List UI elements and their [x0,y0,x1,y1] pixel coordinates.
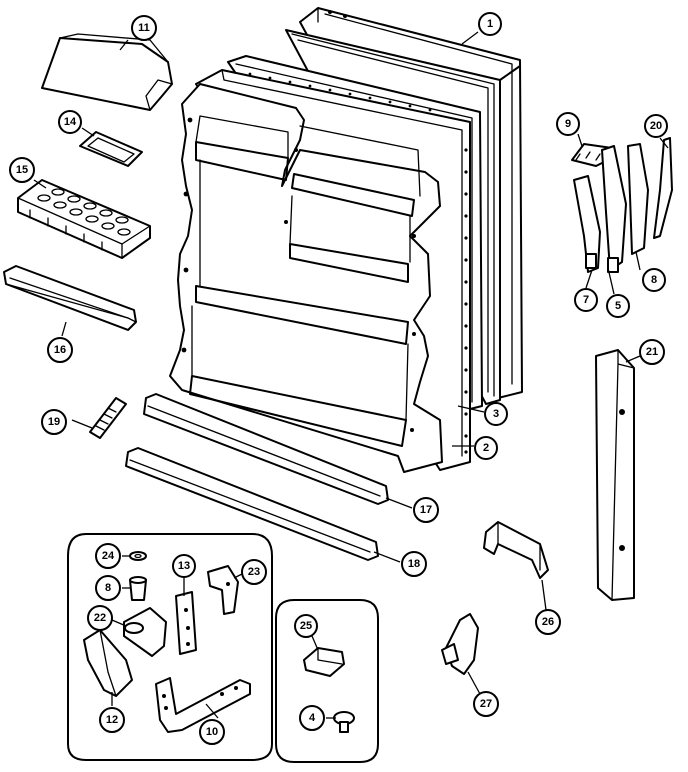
svg-text:17: 17 [420,504,432,516]
callout-25: 25 [294,614,318,638]
svg-text:12: 12 [106,714,118,726]
hinge-hardware-group [67,533,273,761]
callout-13: 13 [172,554,196,578]
svg-text:14: 14 [64,116,77,128]
egg-tray [17,179,151,259]
hinge-pin-20 [653,137,673,239]
svg-text:11: 11 [138,22,150,34]
callout-11: 11 [131,15,157,41]
svg-text:21: 21 [646,346,658,358]
dairy-pad [79,131,143,167]
callout-24: 24 [95,543,121,569]
hinge-strap-7 [573,175,601,273]
callout-7: 7 [574,288,598,312]
callout-9: 9 [556,112,580,136]
callout-5: 5 [606,294,630,318]
svg-text:16: 16 [54,344,66,356]
callout-18: 18 [401,551,427,577]
svg-text:23: 23 [248,566,260,578]
callout-3: 3 [484,402,508,426]
svg-text:27: 27 [480,698,492,710]
trim-strip-17 [143,393,389,505]
cap [441,613,479,675]
callout-23: 23 [241,559,267,585]
svg-text:7: 7 [583,294,589,306]
door-handle [595,349,635,601]
svg-text:9: 9 [565,118,571,130]
callout-17: 17 [413,497,439,523]
callout-21: 21 [639,339,665,365]
callout-16: 16 [47,337,73,363]
callout-4: 4 [299,705,325,731]
svg-text:19: 19 [48,416,60,428]
svg-text:8: 8 [651,274,657,286]
svg-text:13: 13 [178,560,190,572]
svg-text:24: 24 [102,550,115,562]
callout-10: 10 [199,719,225,745]
door-stop-group [275,599,379,763]
hinge-assembly [571,137,673,273]
svg-text:2: 2 [483,442,489,454]
svg-text:1: 1 [487,18,493,30]
callout-2: 2 [474,436,498,460]
inner-door-liner [169,69,471,473]
svg-text:5: 5 [615,300,621,312]
handle-bracket [483,521,549,579]
svg-text:20: 20 [650,120,662,132]
callout-8a: 8 [95,575,121,601]
callout-27: 27 [473,691,499,717]
leader-lines [33,31,669,719]
trim-strip-upper [3,265,137,331]
callouts: 1 2 3 4 5 8 7 8 9 10 11 12 13 14 15 16 1… [9,12,668,745]
svg-text:10: 10 [206,726,218,738]
callout-20: 20 [644,114,668,138]
svg-text:22: 22 [94,612,106,624]
hinge-cover-6 [627,143,649,255]
hinge-arm-5 [601,145,627,271]
callout-15: 15 [9,157,35,183]
callout-8b: 8 [642,268,666,292]
svg-text:3: 3 [493,408,499,420]
svg-text:18: 18 [408,558,420,570]
svg-text:4: 4 [309,712,316,724]
callout-19: 19 [41,409,67,435]
callout-14: 14 [58,110,82,134]
svg-text:8: 8 [105,582,111,594]
svg-text:15: 15 [16,164,28,176]
svg-text:25: 25 [300,620,312,632]
callout-22: 22 [87,605,113,631]
callout-26: 26 [535,609,561,635]
trim-strip-18 [125,447,379,561]
svg-text:26: 26 [542,616,554,628]
callout-1: 1 [478,12,502,36]
spring-clip [89,397,127,439]
dairy-cover [41,33,173,111]
callout-12: 12 [99,707,125,733]
